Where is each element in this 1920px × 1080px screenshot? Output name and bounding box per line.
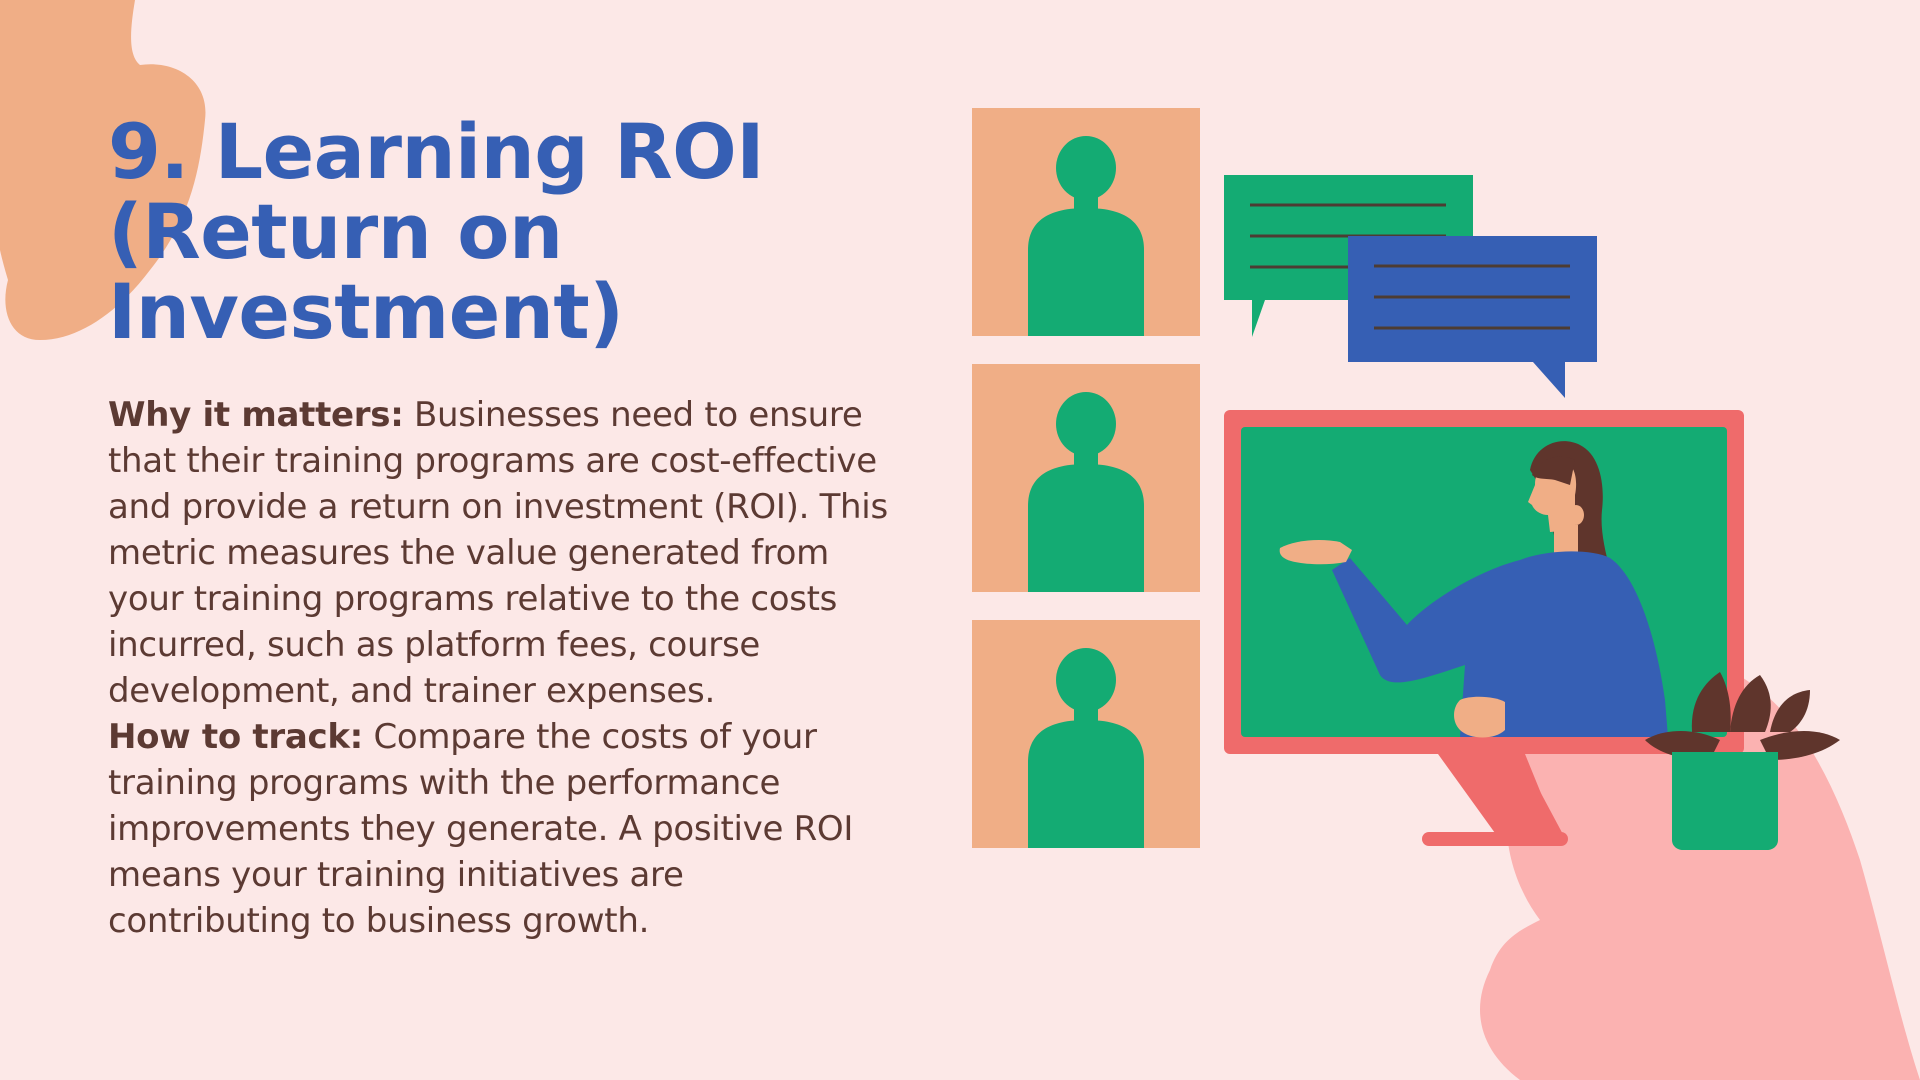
chat-bubble-icon (1348, 236, 1597, 398)
how-to-track-text: Compare the costs of your training progr… (108, 717, 854, 941)
page-title: 9. Learning ROI (Return on Investment) (108, 107, 764, 356)
person-avatar-icon (1028, 648, 1144, 848)
participant-tile-3 (972, 620, 1200, 848)
why-it-matters-paragraph: Why it matters: Businesses need to ensur… (108, 392, 888, 714)
participant-tile-2 (972, 364, 1200, 592)
why-it-matters-text: Businesses need to ensure that their tra… (108, 395, 888, 711)
person-avatar-icon (1028, 392, 1144, 592)
why-it-matters-label: Why it matters: (108, 395, 404, 435)
body-text: Why it matters: Businesses need to ensur… (108, 392, 888, 944)
plant-icon (1645, 672, 1840, 850)
participant-tile-1 (972, 108, 1200, 336)
online-training-illustration (972, 108, 1840, 850)
person-avatar-icon (1028, 136, 1144, 336)
decorative-blob-left (0, 0, 206, 340)
how-to-track-paragraph: How to track: Compare the costs of your … (108, 714, 888, 944)
presenter-icon (1279, 441, 1668, 738)
how-to-track-label: How to track: (108, 717, 363, 757)
